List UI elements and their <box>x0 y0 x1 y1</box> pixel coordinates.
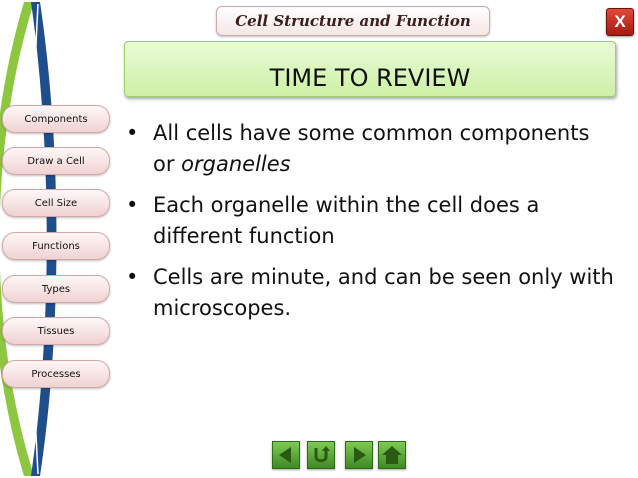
app-title-banner: Cell Structure and Function <box>216 6 490 36</box>
sidebar-item-processes[interactable]: Processes <box>2 360 110 388</box>
bullet-icon: • <box>126 265 139 289</box>
bullet-icon: • <box>126 193 139 217</box>
sidebar-item-draw-a-cell[interactable]: Draw a Cell <box>2 147 110 175</box>
bullet-text: Each organelle within the cell does a di… <box>153 193 540 248</box>
back-arrow-icon <box>279 447 291 463</box>
bullet-emphasis: organelles <box>181 152 291 176</box>
close-button[interactable]: X <box>606 8 634 36</box>
sidebar-item-label: Tissues <box>37 325 75 337</box>
sidebar-item-components[interactable]: Components <box>2 105 110 133</box>
bullet-text: All cells have some common components or <box>153 121 590 176</box>
home-button[interactable] <box>378 441 406 469</box>
sidebar-item-label: Cell Size <box>34 197 78 209</box>
sidebar-item-cell-size[interactable]: Cell Size <box>2 189 110 217</box>
forward-button[interactable] <box>345 441 373 469</box>
bullet-text: Cells are minute, and can be seen only w… <box>153 265 614 320</box>
app-title: Cell Structure and Function <box>235 12 471 30</box>
bullet-icon: • <box>126 121 139 145</box>
back-button[interactable] <box>272 441 300 469</box>
close-icon: X <box>614 12 626 31</box>
slide-title-box: TIME TO REVIEW <box>124 41 616 97</box>
return-icon <box>314 446 330 463</box>
bullet-item: • All cells have some common components … <box>124 118 614 180</box>
bullet-item: • Cells are minute, and can be seen only… <box>124 262 614 324</box>
sidebar-item-label: Processes <box>31 368 81 380</box>
sidebar-item-types[interactable]: Types <box>2 275 110 303</box>
sidebar-item-tissues[interactable]: Tissues <box>2 317 110 345</box>
sidebar-item-label: Components <box>24 113 88 125</box>
bullet-item: • Each organelle within the cell does a … <box>124 190 614 252</box>
slide-title: TIME TO REVIEW <box>269 64 471 92</box>
sidebar-item-label: Types <box>41 283 71 295</box>
home-icon <box>382 446 402 464</box>
sidebar-item-functions[interactable]: Functions <box>2 232 110 260</box>
sidebar-item-label: Functions <box>32 240 80 252</box>
sidebar-item-label: Draw a Cell <box>27 155 85 167</box>
bullet-list: • All cells have some common components … <box>124 118 614 334</box>
return-button[interactable] <box>307 441 335 469</box>
forward-arrow-icon <box>354 447 366 463</box>
